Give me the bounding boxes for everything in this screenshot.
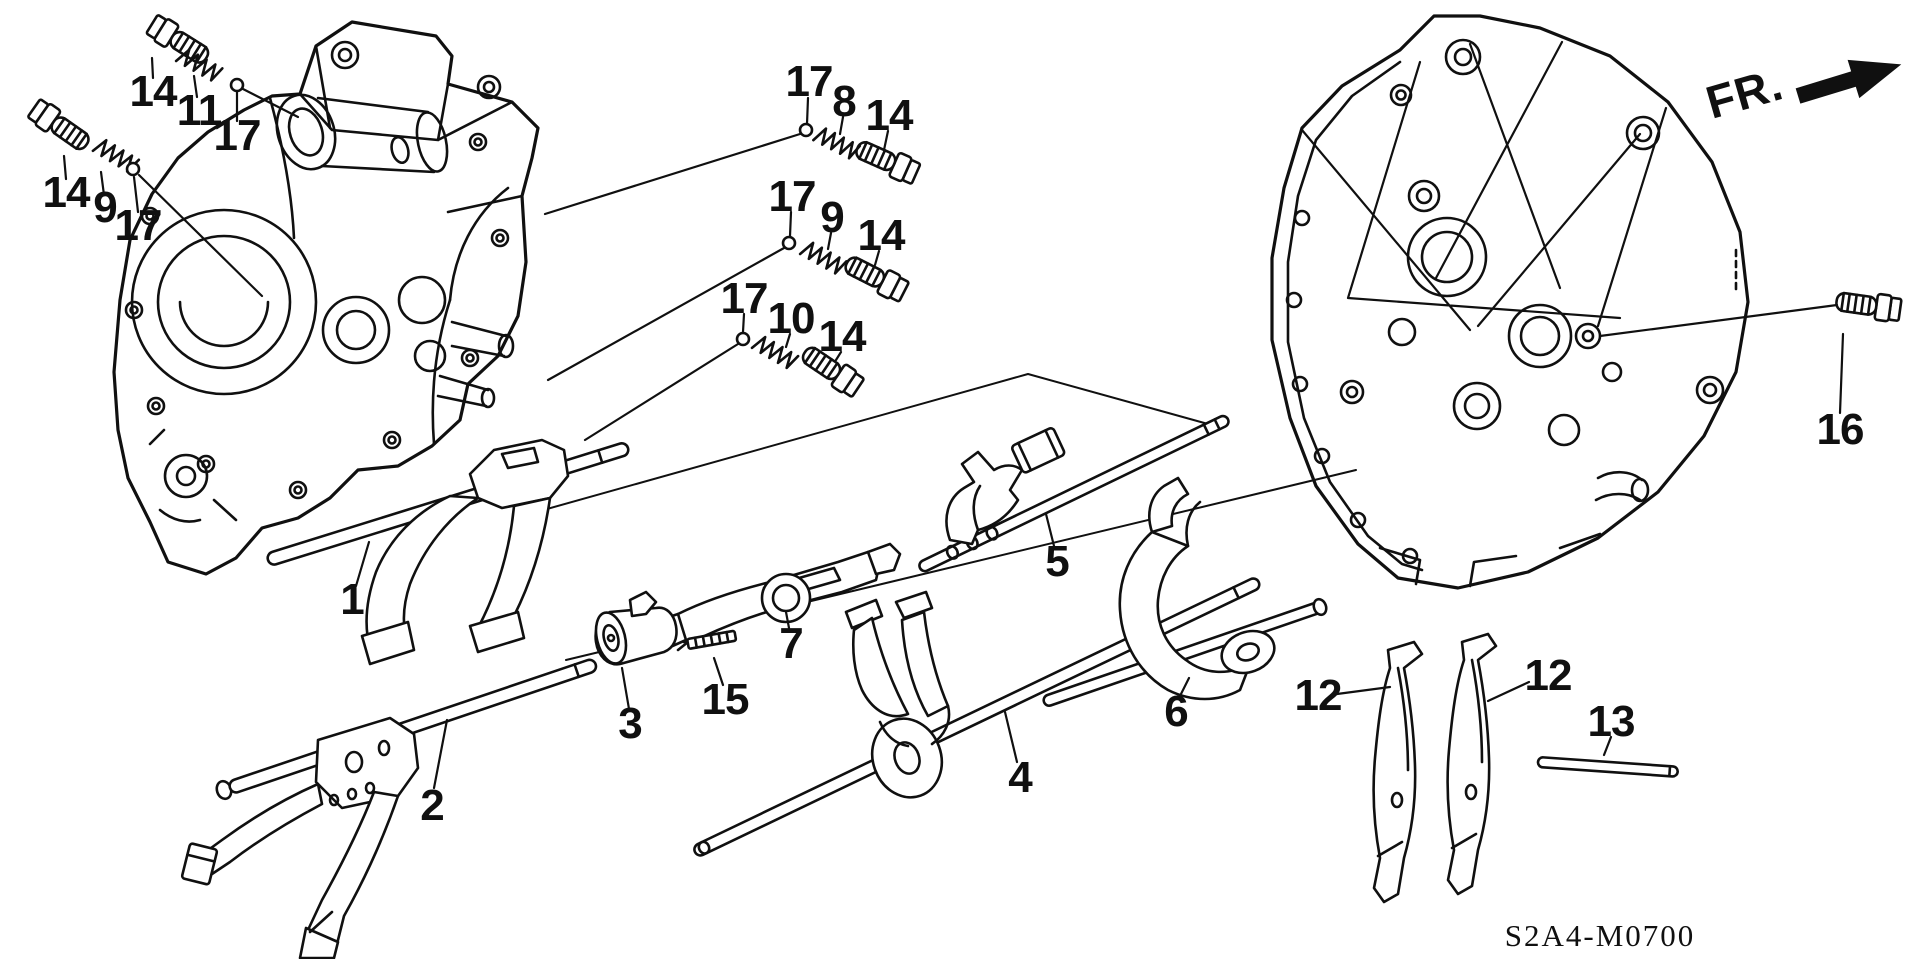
part-callout-14: 14 [857,211,906,260]
shift-fork-parts [180,414,1679,959]
fork-blade-12-left [1372,640,1424,904]
shift-fork-2 [180,658,598,959]
part-callout-11: 11 [176,86,223,135]
left-case-drawing [112,20,540,576]
part-callout-17: 17 [768,172,817,221]
part-callout-14: 14 [818,312,867,361]
part-callout-14: 14 [129,67,178,116]
part-callout-1: 1 [340,575,365,624]
part-callout-17: 17 [114,201,163,250]
part-callout-7: 7 [779,619,804,668]
part-callout-6: 6 [1164,687,1189,736]
part-callout-17: 17 [213,111,262,160]
part-callout-3: 3 [618,699,643,748]
leader-lines [62,56,1845,790]
part-callout-14: 14 [865,91,914,140]
part-callout-12: 12 [1294,671,1343,720]
part-callout-17: 17 [785,57,834,106]
part-callout-17: 17 [720,274,769,323]
shift-fork-6 [1042,476,1328,708]
part-callout-9: 9 [820,193,845,242]
fr-arrow-icon [1795,59,1902,104]
part-callout-4: 4 [1008,753,1033,802]
part-callout-5: 5 [1045,537,1070,586]
right-case-drawing [1270,14,1750,590]
part-callout-14: 14 [42,168,91,217]
shift-piece-7 [652,542,902,650]
part-callout-15: 15 [701,675,750,724]
shift-shaft-5 [918,414,1230,573]
collar-3 [594,590,678,666]
diagram-code: S2A4-M0700 [1504,918,1696,953]
rod-13 [1536,756,1679,778]
part-callout-12: 12 [1524,651,1573,700]
part-callout-8: 8 [832,77,857,126]
fork-blade-12-right [1446,632,1498,896]
part-callout-16: 16 [1816,405,1865,454]
part-callout-9: 9 [93,183,118,232]
shift-fork-1 [266,438,630,666]
part-callout-13: 13 [1587,697,1636,746]
part-callout-2: 2 [420,781,445,830]
shift-shaft-4 [693,577,1261,857]
part-callout-10: 10 [767,294,816,343]
pin-15 [676,629,738,652]
